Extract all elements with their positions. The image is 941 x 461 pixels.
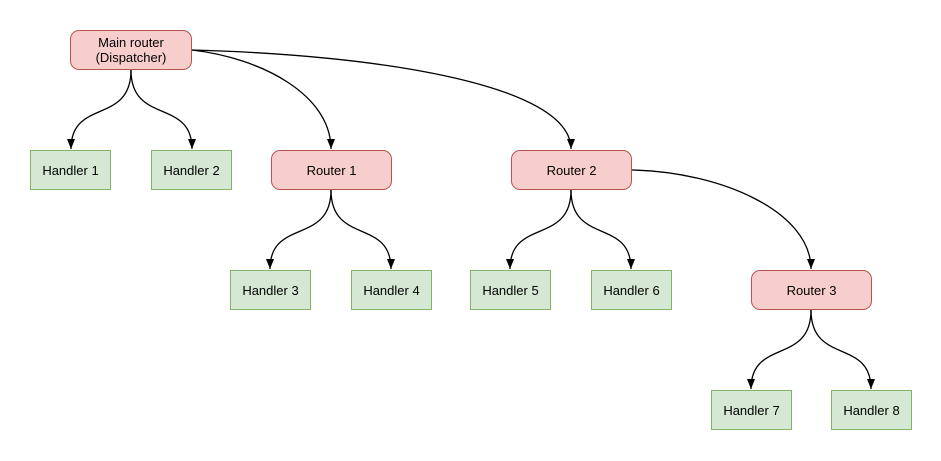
edge-router-2-to-handler-5	[506, 189, 572, 270]
node-handler-7: Handler 7	[711, 390, 792, 430]
node-main-router: Main router (Dispatcher)	[70, 30, 192, 70]
edge-router-2-to-handler-6	[570, 189, 635, 270]
edge-main-router-to-router-2	[191, 49, 575, 150]
edge-router-2-to-router-3	[631, 169, 815, 270]
node-router-2: Router 2	[511, 150, 632, 190]
node-router-3: Router 3	[751, 270, 872, 310]
edge-router-3-to-handler-8	[810, 309, 875, 390]
node-handler-2: Handler 2	[151, 150, 232, 190]
edge-router-1-to-handler-4	[330, 189, 395, 270]
node-handler-3: Handler 3	[230, 270, 311, 310]
edge-router-1-to-handler-3	[266, 189, 332, 270]
node-handler-1: Handler 1	[30, 150, 111, 190]
edge-main-router-to-handler-1	[67, 69, 132, 150]
node-handler-6: Handler 6	[591, 270, 672, 310]
node-router-1: Router 1	[271, 150, 392, 190]
edge-main-router-to-handler-2	[130, 69, 196, 150]
node-handler-8: Handler 8	[831, 390, 912, 430]
edge-router-3-to-handler-7	[747, 309, 812, 390]
node-handler-5: Handler 5	[470, 270, 551, 310]
edge-main-router-to-router-1	[191, 49, 335, 150]
node-handler-4: Handler 4	[351, 270, 432, 310]
